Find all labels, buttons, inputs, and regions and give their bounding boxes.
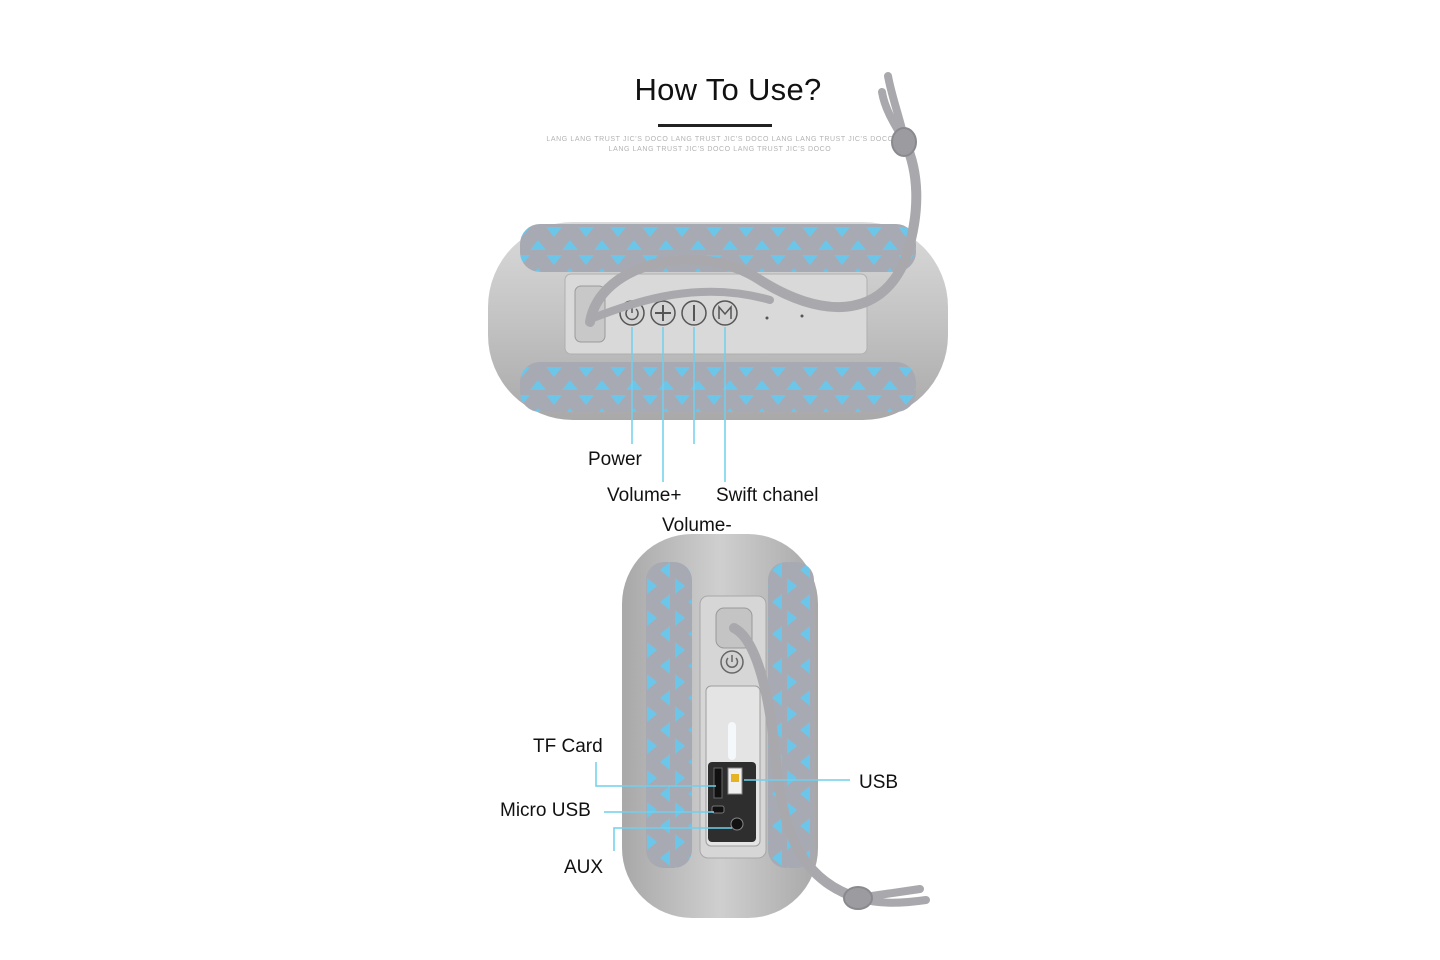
top-leader-lines bbox=[631, 327, 726, 482]
usb-port-contacts bbox=[731, 774, 739, 782]
label-usb: USB bbox=[859, 772, 899, 793]
side-leader-lines bbox=[595, 762, 850, 851]
speaker-top-view bbox=[488, 72, 948, 482]
indicator-dot bbox=[765, 316, 769, 320]
label-micro-usb: Micro USB bbox=[500, 800, 591, 821]
title-underline bbox=[658, 124, 772, 127]
led-strip bbox=[728, 722, 736, 760]
fabric-grille-top bbox=[520, 224, 916, 272]
label-power: Power bbox=[588, 449, 642, 470]
micro-usb-port bbox=[711, 805, 725, 814]
label-swift-chanel: Swift chanel bbox=[716, 485, 819, 506]
carry-strap-top bbox=[585, 72, 922, 327]
fabric-grille-left bbox=[646, 562, 692, 868]
fine-print-line-1: LANG LANG TRUST JIC'S DOCO LANG TRUST JI… bbox=[546, 136, 894, 143]
mode-icon bbox=[712, 300, 738, 326]
label-tf-card: TF Card bbox=[533, 736, 603, 757]
carry-strap-side bbox=[729, 623, 930, 910]
power-icon-side bbox=[720, 650, 744, 674]
fabric-grille-bottom bbox=[520, 362, 916, 412]
plus-icon bbox=[650, 300, 676, 326]
aux-jack bbox=[730, 817, 744, 831]
microphone-dot bbox=[800, 314, 804, 318]
page-title: How To Use? bbox=[634, 72, 822, 107]
speaker-side-view bbox=[595, 534, 930, 918]
fine-print-line-2: LANG LANG TRUST JIC'S DOCO LANG TRUST JI… bbox=[608, 146, 832, 153]
label-aux: AUX bbox=[564, 857, 604, 878]
minus-icon bbox=[681, 300, 707, 326]
tf-card-slot bbox=[713, 767, 723, 799]
label-volume-minus: Volume- bbox=[662, 515, 732, 536]
label-volume-plus: Volume+ bbox=[607, 485, 682, 506]
